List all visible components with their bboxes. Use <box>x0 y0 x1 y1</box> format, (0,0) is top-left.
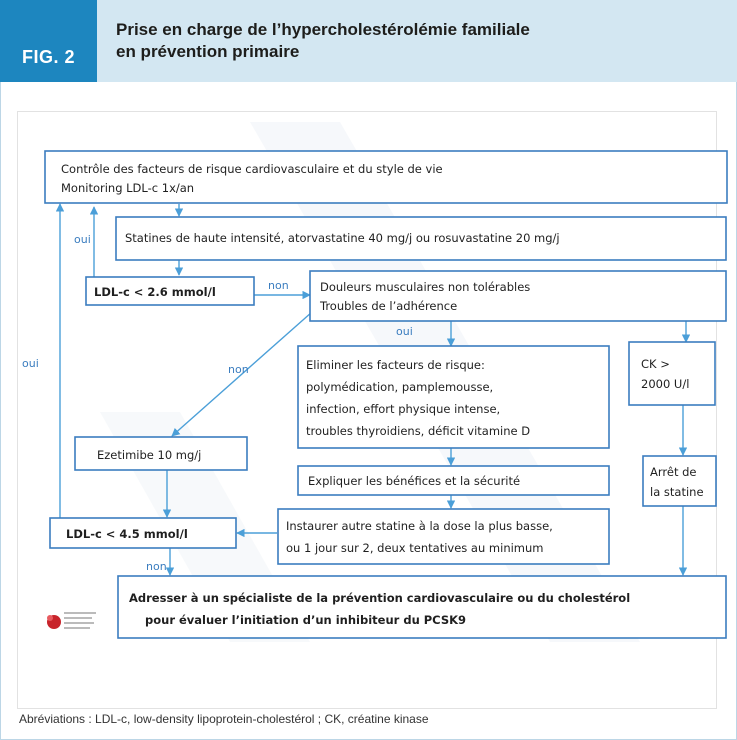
box-ck-line-2: 2000 U/l <box>641 377 689 391</box>
box-arret-line-2: la statine <box>650 485 704 499</box>
label-non-ldl45: non <box>146 560 167 573</box>
box-instaurer: Instaurer autre statine à la dose la plu… <box>277 508 610 565</box>
box-eliminer-line-4: troubles thyroidiens, déficit vitamine D <box>306 424 530 438</box>
box-eliminer: Eliminer les facteurs de risque: polyméd… <box>297 345 610 449</box>
figure-title: Prise en charge de l’hypercholestérolémi… <box>97 0 737 82</box>
box-douleurs: Douleurs musculaires non tolérables Trou… <box>309 270 727 322</box>
box-douleurs-line-2: Troubles de l’adhérence <box>319 299 457 313</box>
box-ezetimibe: Ezetimibe 10 mg/j <box>74 436 248 471</box>
box-adresser: Adresser à un spécialiste de la préventi… <box>117 575 727 639</box>
figure-title-line-2: en prévention primaire <box>116 42 300 61</box>
box-controle-line-1: Contrôle des facteurs de risque cardiova… <box>61 162 443 176</box>
edge-labels: oui oui non oui non non <box>22 233 413 573</box>
arrow-douleurs-ezetimibe <box>171 311 313 437</box>
box-ldl26: LDL-c < 2.6 mmol/l <box>85 276 255 306</box>
box-statines-line-1: Statines de haute intensité, atorvastati… <box>125 231 560 245</box>
box-ldl45-line-1: LDL-c < 4.5 mmol/l <box>66 527 188 541</box>
box-adresser-line-1: Adresser à un spécialiste de la préventi… <box>129 591 630 605</box>
box-douleurs-line-1: Douleurs musculaires non tolérables <box>320 280 530 294</box>
figure-label: FIG. 2 <box>0 0 97 82</box>
box-statines: Statines de haute intensité, atorvastati… <box>115 216 727 261</box>
box-expliquer-line-1: Expliquer les bénéfices et la sécurité <box>308 474 520 488</box>
label-oui-inner: oui <box>74 233 91 246</box>
box-ldl26-line-1: LDL-c < 2.6 mmol/l <box>94 285 216 299</box>
label-non-diagonal: non <box>228 363 249 376</box>
label-non-ldl26: non <box>268 279 289 292</box>
abbreviations-note: Abréviations : LDL-c, low-density lipopr… <box>19 712 429 726</box>
label-oui-douleurs: oui <box>396 325 413 338</box>
box-eliminer-line-2: polymédication, pamplemousse, <box>306 380 493 394</box>
box-controle: Contrôle des facteurs de risque cardiova… <box>44 150 728 204</box>
box-ldl45: LDL-c < 4.5 mmol/l <box>49 517 237 549</box>
box-adresser-line-2: pour évaluer l’initiation d’un inhibiteu… <box>145 613 466 627</box>
box-controle-line-2: Monitoring LDL-c 1x/an <box>61 181 194 195</box>
box-arret: Arrêt de la statine <box>642 455 717 507</box>
box-arret-line-1: Arrêt de <box>650 465 696 479</box>
label-oui-outer: oui <box>22 357 39 370</box>
connectors <box>55 203 691 576</box>
box-expliquer: Expliquer les bénéfices et la sécurité <box>297 465 610 496</box>
institution-logo <box>47 612 96 629</box>
box-instaurer-line-2: ou 1 jour sur 2, deux tentatives au mini… <box>286 541 544 555</box>
figure-title-line-1: Prise en charge de l’hypercholestérolémi… <box>116 20 530 39</box>
box-ck-line-1: CK > <box>641 357 670 371</box>
box-ezetimibe-line-1: Ezetimibe 10 mg/j <box>97 448 201 462</box>
box-eliminer-line-3: infection, effort physique intense, <box>306 402 500 416</box>
box-eliminer-line-1: Eliminer les facteurs de risque: <box>306 358 485 372</box>
box-instaurer-line-1: Instaurer autre statine à la dose la plu… <box>286 519 553 533</box>
box-ck: CK > 2000 U/l <box>628 341 716 406</box>
